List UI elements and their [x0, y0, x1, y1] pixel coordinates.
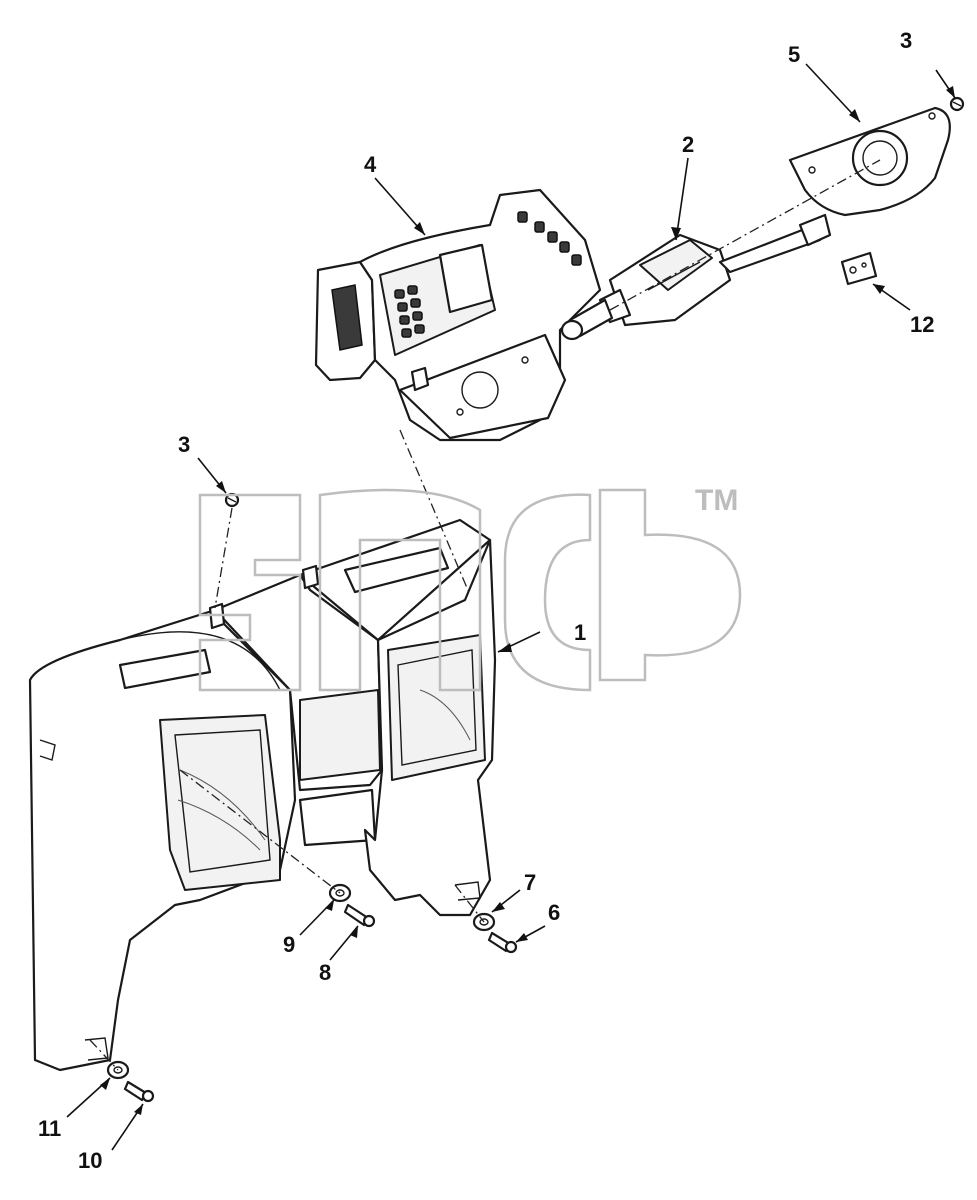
callout-9: 9	[283, 932, 295, 957]
switch-bank	[517, 211, 582, 266]
callout-7: 7	[524, 870, 536, 895]
callout-3-left: 3	[178, 432, 190, 457]
callout-4: 4	[364, 152, 377, 177]
callout-10: 10	[78, 1148, 102, 1173]
instrument-cluster	[314, 188, 602, 442]
small-bracket	[840, 251, 878, 286]
bolt-6	[487, 931, 518, 954]
watermark: TM	[198, 484, 742, 692]
callout-6: 6	[548, 900, 560, 925]
bolt-10	[123, 1080, 155, 1103]
callout-12: 12	[910, 312, 934, 337]
assembly-centerlines	[89, 159, 881, 1071]
cover-plate	[788, 106, 951, 217]
callout-8: 8	[319, 960, 331, 985]
leader-arrowheads	[100, 86, 955, 1115]
callout-1: 1	[574, 620, 586, 645]
keypad-buttons	[394, 285, 425, 338]
callout-5: 5	[788, 42, 800, 67]
callout-11: 11	[38, 1116, 61, 1141]
fastener-3-top	[949, 96, 965, 112]
bolt-8	[343, 903, 376, 928]
callout-labels: 1 2 3 3 4 5 6 7 8 9 10 11 12	[38, 28, 934, 1173]
fastener-3-left	[224, 492, 240, 508]
callout-3-top: 3	[900, 28, 912, 53]
callout-2: 2	[682, 132, 694, 157]
lower-console-panel	[28, 518, 497, 1072]
watermark-tm: TM	[695, 484, 738, 517]
combination-switch	[560, 213, 832, 341]
